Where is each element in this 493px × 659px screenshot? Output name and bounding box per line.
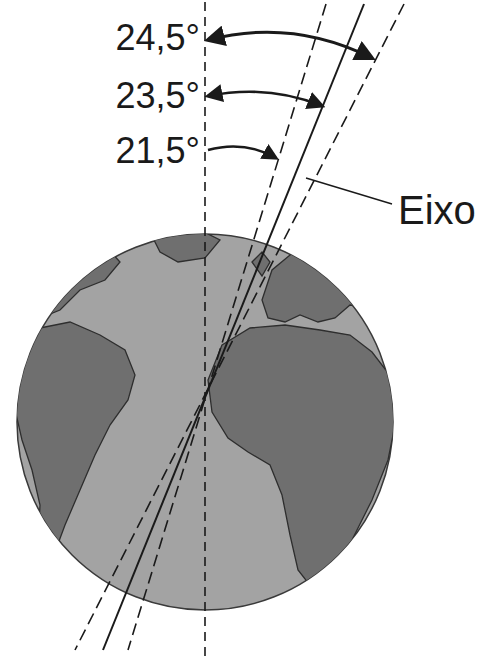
leader-line [306,178,392,204]
earth-axis [103,4,364,650]
angle-label: 21,5° [116,133,200,169]
angle-arc [208,92,322,106]
vertical-reference [204,2,206,657]
axis-max-line [75,4,404,650]
angle-label: 24,5° [116,20,200,56]
continents [10,230,396,588]
angle-arc [208,146,276,158]
axis-label: Eixo [398,190,476,230]
angle-label: 23,5° [116,78,200,114]
angle-arc [208,32,372,58]
